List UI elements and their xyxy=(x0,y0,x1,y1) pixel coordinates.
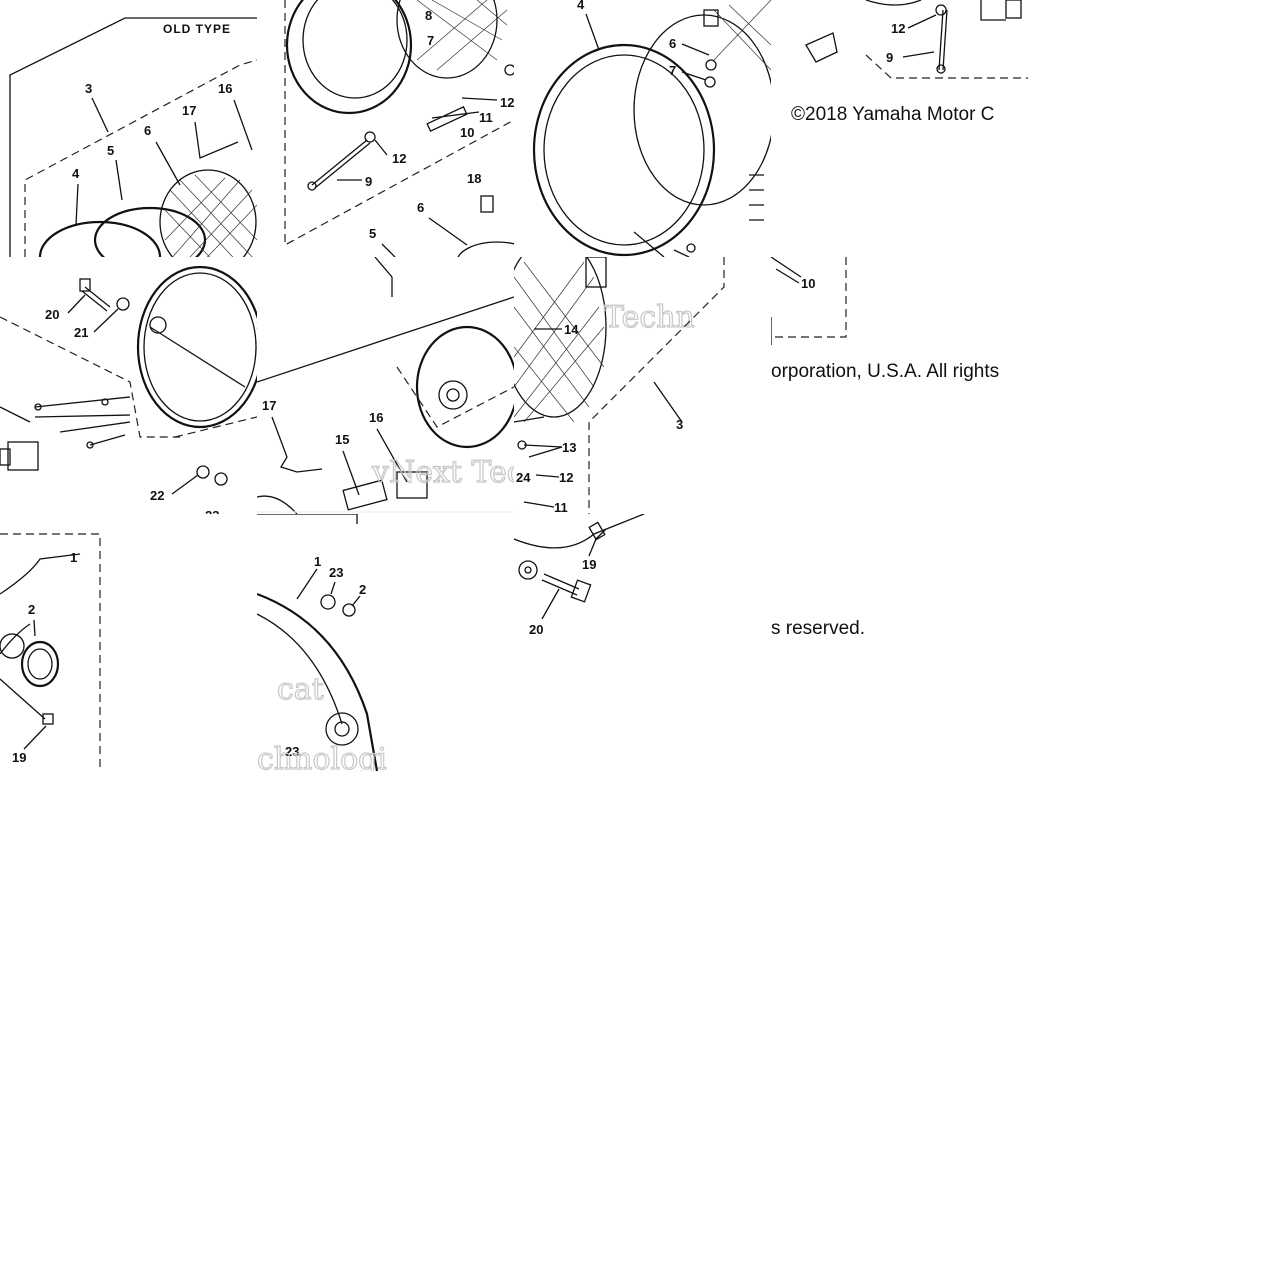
callout-24: 24 xyxy=(516,470,531,485)
callout-23-lower: 23 xyxy=(285,744,299,759)
mounting-bracket-drawing: 1 2 19 xyxy=(0,533,101,771)
callout-10: 10 xyxy=(801,276,815,291)
headlight-old-type-drawing: OLD TYPE 3 16 17 5 6 4 xyxy=(9,17,257,257)
callout-7: 7 xyxy=(427,33,434,48)
callout-12: 12 xyxy=(891,21,905,36)
callout-2: 2 xyxy=(359,582,366,597)
callout-18: 18 xyxy=(467,171,481,186)
callout-22: 22 xyxy=(150,488,164,503)
callout-17: 17 xyxy=(262,398,276,413)
callout-1: 1 xyxy=(314,554,321,569)
watermark-vnext: vNext Technologies xyxy=(371,455,514,490)
callout-13: 13 xyxy=(256,337,257,352)
diagram-tile-r1c3: 10 21 xyxy=(771,257,1028,514)
callout-3: 3 xyxy=(676,417,683,432)
callout-20: 20 xyxy=(529,622,543,637)
diagram-tile-r1c2: 14 Techn 13 24 12 11 3 Te xyxy=(514,257,771,514)
headlight-ring-drawing: 4 6 7 xyxy=(532,0,771,257)
watermark-cat: cat xyxy=(277,672,324,707)
old-type-label: OLD TYPE xyxy=(163,22,231,36)
callout-4: 4 xyxy=(72,166,80,181)
diagram-tile-r0c0: OLD TYPE 3 16 17 5 6 4 xyxy=(0,0,257,257)
diagram-tile-r2c0: 1 2 19 xyxy=(0,514,257,771)
callout-1: 1 xyxy=(70,550,77,565)
callout-5-lower: 5 xyxy=(369,226,376,241)
callout-14: 14 xyxy=(564,322,579,337)
watermark-techn: Techn xyxy=(604,300,695,335)
callout-11: 11 xyxy=(554,500,568,514)
diagram-tile-r1c0: 20 21 14 13 22 23 xyxy=(0,257,257,514)
callout-11: 11 xyxy=(479,110,493,125)
copyright-line-2: orporation, U.S.A. All rights xyxy=(771,361,1000,382)
callout-8: 8 xyxy=(425,8,432,23)
callout-17: 17 xyxy=(182,103,196,118)
callout-7: 7 xyxy=(669,63,676,78)
callout-12-top: 12 xyxy=(500,95,514,110)
callout-12: 12 xyxy=(392,151,406,166)
bracket-detail-drawing: 10 21 xyxy=(771,257,847,345)
callout-2: 2 xyxy=(28,602,35,617)
callout-19: 19 xyxy=(582,557,596,572)
callout-13: 13 xyxy=(562,440,576,455)
callout-4: 4 xyxy=(577,0,585,12)
bolt-detail-drawing: 19 20 xyxy=(514,514,645,637)
callout-15: 15 xyxy=(335,432,349,447)
callout-23: 23 xyxy=(329,565,343,580)
callout-6: 6 xyxy=(669,36,676,51)
copyright-line-3: s reserved. xyxy=(771,618,865,639)
callout-19: 19 xyxy=(12,750,26,765)
callout-5: 5 xyxy=(107,143,114,158)
callout-21: 21 xyxy=(74,325,88,340)
callout-9: 9 xyxy=(365,174,372,189)
copyright-line-1: ©2018 Yamaha Motor C xyxy=(791,104,995,125)
callout-12: 12 xyxy=(559,470,573,485)
diagram-tile-r2c1: 1 23 2 23 cat chnologi xyxy=(257,514,514,771)
headlight-shell-drawing: 17 16 15 vNext Technologies xyxy=(257,257,514,514)
callout-16: 16 xyxy=(369,410,383,425)
bolt-and-label-drawing: 12 9 xyxy=(805,0,1028,79)
diagram-tile-r0c2: 4 6 7 xyxy=(514,0,771,257)
diagram-tile-r1c1: 17 16 15 vNext Technologies xyxy=(257,257,514,514)
callout-14: 14 xyxy=(256,317,257,332)
sealed-beam-unit-drawing: 14 Techn 13 24 12 11 3 Te xyxy=(514,257,725,514)
watermark-chnologi: chnologi xyxy=(257,742,387,771)
callout-9: 9 xyxy=(886,50,893,65)
callout-6-lower: 6 xyxy=(417,200,424,215)
callout-3: 3 xyxy=(85,81,92,96)
diagram-tile-r2c2: 19 20 xyxy=(514,514,771,771)
diagram-tile-r0c3: 12 9 xyxy=(771,0,1028,257)
callout-16: 16 xyxy=(218,81,232,96)
stay-bracket-drawing: 1 23 2 23 cat chnologi xyxy=(257,514,388,771)
headlight-rim-drawing: 8 7 12 11 10 12 9 18 6 5 xyxy=(284,0,514,257)
callout-20: 20 xyxy=(45,307,59,322)
diagram-tile-r0c1: 8 7 12 11 10 12 9 18 6 5 xyxy=(257,0,514,257)
callout-23: 23 xyxy=(205,508,219,514)
headlight-body-and-wiring-drawing: 20 21 14 13 22 23 xyxy=(0,265,257,514)
callout-10: 10 xyxy=(460,125,474,140)
callout-6: 6 xyxy=(144,123,151,138)
